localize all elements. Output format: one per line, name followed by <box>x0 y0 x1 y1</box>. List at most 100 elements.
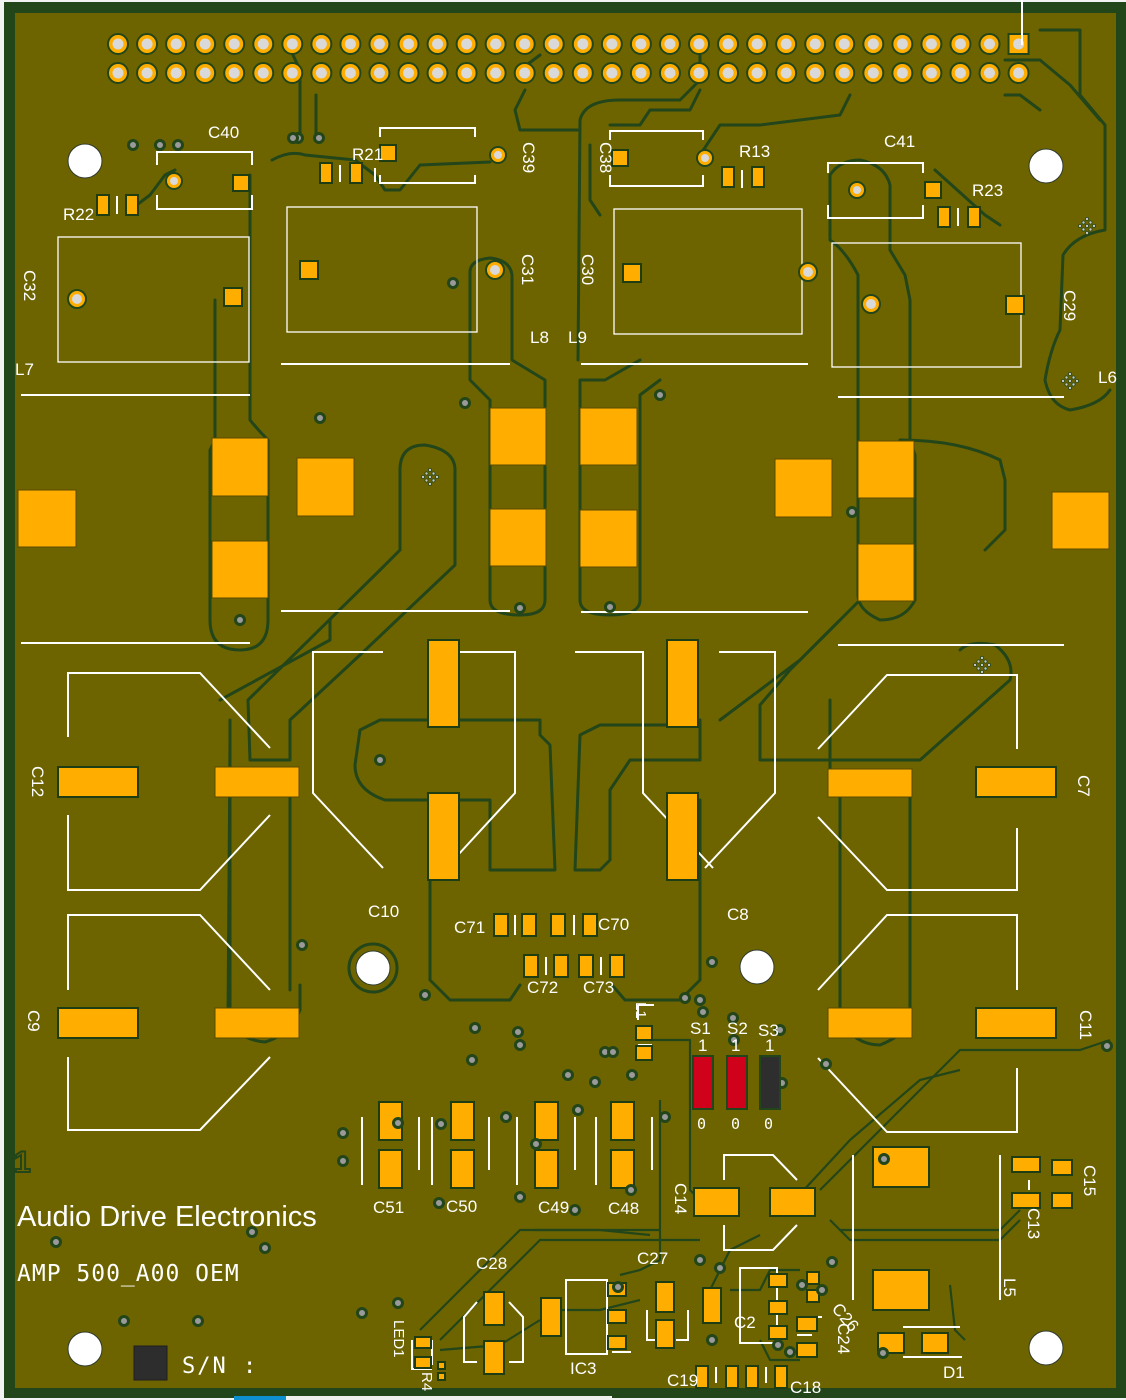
via <box>604 601 616 613</box>
header-pin-hole <box>257 38 269 50</box>
header-pin-hole <box>548 67 560 79</box>
via <box>514 602 526 614</box>
via <box>679 992 691 1004</box>
header-pin-hole <box>984 38 995 50</box>
via <box>172 139 184 151</box>
stitching-via <box>1068 378 1073 383</box>
stitching-via <box>1071 375 1076 380</box>
stitching-via <box>1085 216 1090 221</box>
stitching-via <box>1071 382 1076 387</box>
via <box>246 1226 258 1238</box>
header-pin-hole <box>286 38 298 50</box>
stitching-via <box>987 663 992 668</box>
via <box>127 139 139 151</box>
header-pin-hole <box>373 67 385 79</box>
stitching-via <box>983 659 988 664</box>
header-pin-hole <box>751 67 763 79</box>
label-s1: S1 <box>690 1019 711 1038</box>
switch-s3-on-label: 1 <box>765 1036 774 1055</box>
label-c29: C29 <box>1060 290 1079 321</box>
header-pin-hole <box>984 67 995 79</box>
label-c18: C18 <box>790 1378 821 1397</box>
stitching-via <box>1061 378 1066 383</box>
header-pin-hole <box>896 38 908 50</box>
label-led1: LED1 <box>390 1320 407 1358</box>
header-pin-hole <box>606 38 618 50</box>
via <box>433 1197 445 1209</box>
label-c30: C30 <box>578 254 597 285</box>
stitching-via <box>424 471 429 476</box>
header-pin-hole <box>490 38 502 50</box>
label-c13: C13 <box>1024 1208 1043 1239</box>
switch-s1[interactable] <box>692 1055 714 1110</box>
label-c48: C48 <box>608 1199 639 1218</box>
label-c14: C14 <box>671 1183 690 1214</box>
via <box>118 1315 130 1327</box>
via <box>612 1281 624 1293</box>
header-pin-hole <box>1013 67 1025 79</box>
switch-s1-on-label: 1 <box>698 1036 707 1055</box>
via <box>337 1155 349 1167</box>
label-c31: C31 <box>518 254 537 285</box>
header-pin-hole <box>635 67 647 79</box>
header-pin-hole <box>112 67 124 79</box>
via <box>846 506 858 518</box>
header-pin-hole <box>432 67 444 79</box>
header-pin-hole <box>344 67 356 79</box>
stitching-via <box>976 659 981 664</box>
header-pin-hole <box>664 38 676 50</box>
header-pin-hole <box>461 67 473 79</box>
label-c32: C32 <box>20 270 39 301</box>
via <box>530 1138 542 1150</box>
stitching-via <box>983 666 988 671</box>
via <box>796 1279 808 1291</box>
header-pin-hole <box>519 67 531 79</box>
via <box>626 1069 638 1081</box>
header-pin-hole <box>432 38 444 50</box>
stitching-via <box>434 474 439 479</box>
label-c27: C27 <box>637 1249 668 1268</box>
via <box>727 1012 739 1024</box>
via <box>772 1339 784 1351</box>
label-l7: L7 <box>15 360 34 379</box>
via <box>500 1111 512 1123</box>
switch-s2-off-label: 0 <box>731 1115 740 1133</box>
switch-s2-on-label: 1 <box>731 1036 740 1055</box>
stitching-via <box>427 467 432 472</box>
header-pin-hole <box>199 38 211 50</box>
header-pin-hole <box>780 67 792 79</box>
label-c12: C12 <box>28 766 47 797</box>
label-c10: C10 <box>368 902 399 921</box>
label-r23: R23 <box>972 181 1003 200</box>
header-pin-hole <box>315 67 327 79</box>
label-c50: C50 <box>446 1197 477 1216</box>
stitching-via <box>427 474 432 479</box>
via <box>625 1184 637 1196</box>
switch-s3[interactable] <box>759 1055 781 1110</box>
stitching-via <box>973 663 978 668</box>
via <box>589 1076 601 1088</box>
switch-s2[interactable] <box>726 1055 748 1110</box>
label-c41: C41 <box>884 132 915 151</box>
via <box>654 389 666 401</box>
header-pin-hole <box>693 38 705 50</box>
header-pin-hole <box>315 38 327 50</box>
label-c72: C72 <box>527 978 558 997</box>
dip-switches[interactable] <box>692 1055 781 1110</box>
label-c38: C38 <box>596 142 615 173</box>
stitching-via <box>1064 375 1069 380</box>
via <box>514 1191 526 1203</box>
mounting-hole-c8 <box>739 949 775 985</box>
model-text: AMP 500_A00 OEM <box>17 1261 240 1287</box>
label-c70: C70 <box>598 915 629 934</box>
header-pin-hole <box>925 67 937 79</box>
via <box>826 1256 838 1268</box>
horizontal-scrollbar-thumb[interactable] <box>234 1396 286 1400</box>
header-pin-hole <box>809 67 821 79</box>
label-c2: C2 <box>734 1313 756 1332</box>
label-c9: C9 <box>24 1010 43 1032</box>
label-s2: S2 <box>727 1019 748 1038</box>
horizontal-scrollbar-track[interactable] <box>234 1396 612 1400</box>
mounting-hole-top-right <box>1028 148 1064 184</box>
